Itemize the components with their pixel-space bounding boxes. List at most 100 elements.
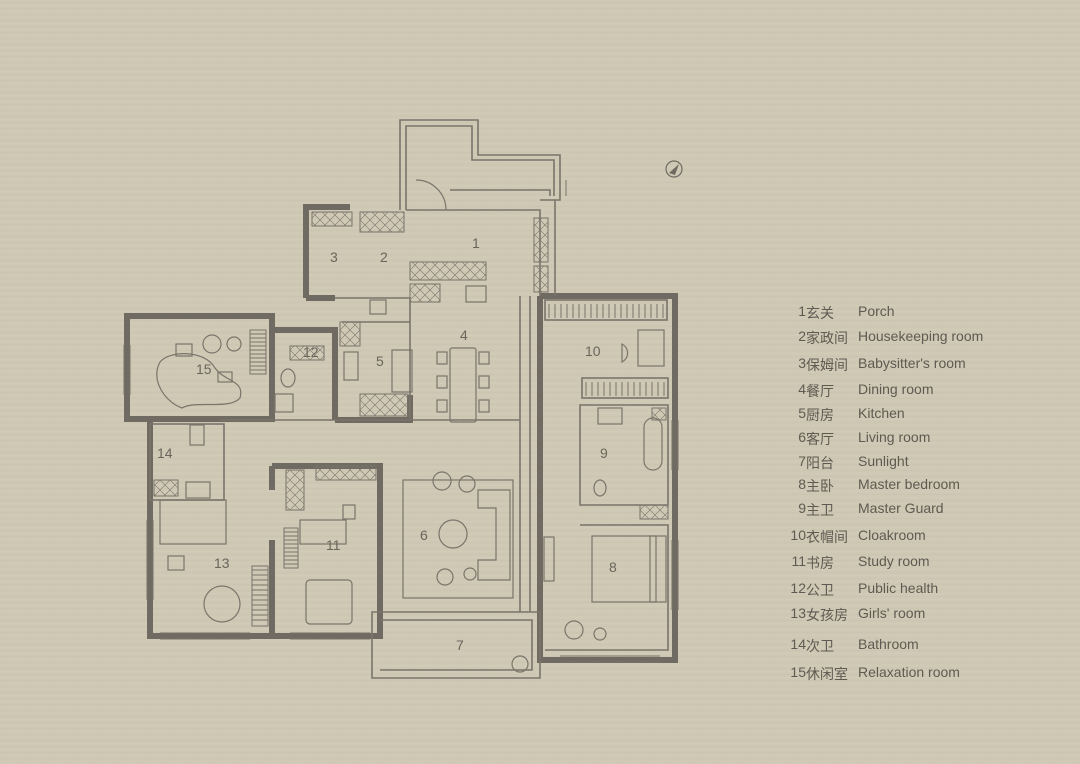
legend-chinese-name: 餐厅 xyxy=(806,383,834,399)
legend-chinese-name: 厨房 xyxy=(806,407,834,423)
armchair xyxy=(432,471,452,491)
shoe-cabinet xyxy=(465,285,487,303)
legend-chinese-name: 公卫 xyxy=(806,582,834,598)
legend-english-name: Dining room xyxy=(858,381,934,397)
legend-number: 2 xyxy=(798,328,806,344)
stool xyxy=(202,334,222,354)
toilet-icon xyxy=(593,479,607,497)
legend-english-name: Public health xyxy=(858,580,939,596)
legend-english-name: Kitchen xyxy=(858,405,905,421)
legend-chinese-name: 书房 xyxy=(806,555,834,571)
room-number-6: 6 xyxy=(420,527,428,543)
room-number-15: 15 xyxy=(196,361,212,377)
legend-number: 7 xyxy=(798,453,806,469)
windows xyxy=(123,180,679,663)
room-number-8: 8 xyxy=(609,559,617,575)
ottoman xyxy=(621,343,629,363)
legend-chinese-name: 次卫 xyxy=(806,638,834,654)
legend-number: 1 xyxy=(798,303,806,319)
legend-english-name: Sunlight xyxy=(858,453,909,469)
armchair xyxy=(564,620,584,640)
room-number-14: 14 xyxy=(157,445,173,461)
room-number-4: 4 xyxy=(460,327,468,343)
dining-chair xyxy=(436,399,448,413)
legend-english-name: Girls' room xyxy=(858,605,926,621)
armchair xyxy=(436,568,454,586)
legend-english-name: Housekeeping room xyxy=(858,328,984,344)
legend-chinese-name: 主卫 xyxy=(806,502,834,518)
legend-number: 13 xyxy=(790,605,806,621)
side-table xyxy=(463,567,477,581)
legend-chinese-name: 家政间 xyxy=(806,330,848,346)
legend-chinese-name: 阳台 xyxy=(806,455,834,471)
legend-english-name: Living room xyxy=(858,429,931,445)
chair xyxy=(167,555,185,571)
side-table xyxy=(458,475,476,493)
room-number-2: 2 xyxy=(380,249,388,265)
round-rug xyxy=(203,585,241,623)
legend-number: 11 xyxy=(791,553,806,569)
room-numbers: 1 2 3 4 5 6 7 8 9 10 11 12 13 14 15 xyxy=(157,235,617,653)
legend-chinese-name: 玄关 xyxy=(806,305,834,321)
dining-chair xyxy=(478,375,490,389)
legend-english-name: Relaxation room xyxy=(858,664,960,680)
living-rug xyxy=(402,479,514,599)
lounge-chair xyxy=(175,343,193,357)
desk xyxy=(299,519,347,545)
side-table xyxy=(217,371,233,383)
legend-number: 10 xyxy=(790,527,806,543)
dining-table xyxy=(449,347,477,423)
room-number-10: 10 xyxy=(585,343,601,359)
sink-icon xyxy=(369,299,387,315)
shower-icon xyxy=(274,393,294,413)
legend-english-name: Bathroom xyxy=(858,636,919,652)
legend-number: 9 xyxy=(798,500,806,516)
dining-chair xyxy=(478,399,490,413)
coffee-table xyxy=(438,519,468,549)
legend-english-name: Cloakroom xyxy=(858,527,926,543)
legend-english-name: Master bedroom xyxy=(858,476,960,492)
room-number-7: 7 xyxy=(456,637,464,653)
legend-number: 14 xyxy=(790,636,806,652)
room-number-13: 13 xyxy=(214,555,230,571)
dresser xyxy=(637,329,665,367)
girls-bed xyxy=(159,499,227,545)
legend-number: 3 xyxy=(798,355,806,371)
room-number-5: 5 xyxy=(376,353,384,369)
dining-chair xyxy=(436,351,448,365)
toilet-icon xyxy=(280,368,296,388)
lounge-chair xyxy=(305,579,353,625)
cabinets xyxy=(153,211,669,520)
legend-chinese-name: 保姆间 xyxy=(806,357,848,373)
room-number-9: 9 xyxy=(600,445,608,461)
legend-number: 15 xyxy=(790,664,806,680)
thin-walls xyxy=(149,119,669,679)
room-number-12: 12 xyxy=(303,344,319,360)
vanity-sink-icon xyxy=(185,481,211,499)
legend-number: 8 xyxy=(798,476,806,492)
legend-chinese-name: 休闲室 xyxy=(806,666,848,682)
legend-number: 5 xyxy=(798,405,806,421)
kitchen-counter xyxy=(391,349,413,393)
sofa xyxy=(477,489,511,581)
entry-door-swing xyxy=(415,179,447,211)
legend-english-name: Porch xyxy=(858,303,895,319)
bed xyxy=(591,535,657,603)
potted-plant-icon xyxy=(511,655,529,673)
stove-icon xyxy=(343,351,359,381)
furniture xyxy=(156,179,667,673)
toilet-icon xyxy=(189,424,205,446)
legend-number: 4 xyxy=(798,381,806,397)
desk-chair xyxy=(342,504,356,520)
side-table xyxy=(593,627,607,641)
legend-chinese-name: 女孩房 xyxy=(806,607,848,623)
bathtub-icon xyxy=(643,417,663,471)
tv-console xyxy=(543,536,555,582)
vanity-sink-icon xyxy=(597,407,623,425)
legend-chinese-name: 客厅 xyxy=(806,431,834,447)
legend-number: 6 xyxy=(798,429,806,445)
legend-chinese-name: 主卧 xyxy=(806,478,834,494)
room-number-3: 3 xyxy=(330,249,338,265)
